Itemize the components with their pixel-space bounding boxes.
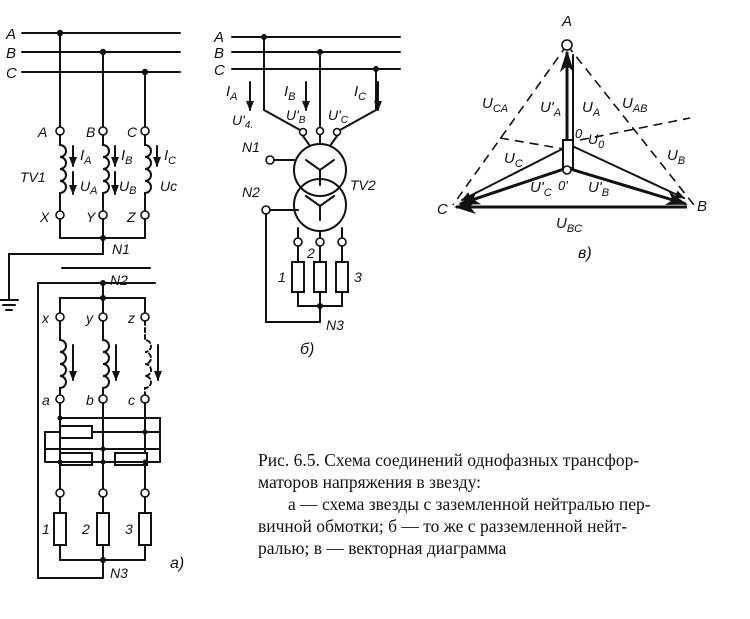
- label-uca: UCA: [482, 95, 508, 115]
- end-label-z: Z: [126, 209, 136, 225]
- secondary-label-z: z: [127, 310, 135, 326]
- secondary-label-x: x: [41, 310, 50, 326]
- secondary-coils-a: [59, 320, 152, 396]
- bus-label-b: B: [6, 45, 16, 62]
- transformer-label-tv2: TV2: [350, 177, 376, 193]
- load-label-1: 1: [42, 521, 50, 537]
- label-ua: UA: [582, 99, 600, 119]
- bus-label-c: C: [6, 65, 17, 82]
- vector-ub-prime: [566, 166, 688, 206]
- voltage-label-b-ua: U'4.: [232, 112, 253, 131]
- transformer-label-tv1: TV1: [20, 169, 46, 185]
- vertex-label-c: C: [437, 201, 448, 218]
- panel-label-b: б): [300, 341, 314, 358]
- caption-line-5: ралью; в — векторная диаграмма: [258, 538, 507, 558]
- neutral-label-n1: N1: [112, 241, 130, 257]
- neutral-label-n3: N3: [110, 565, 128, 581]
- vector-uc-prime: [458, 166, 568, 206]
- neutral-label-b-n1: N1: [242, 139, 260, 155]
- bus-label-b-a: A: [213, 29, 224, 46]
- label-ubc: UBC: [556, 215, 582, 235]
- caption-line-3: а — схема звезды с заземленной нейтралью…: [288, 494, 651, 514]
- current-label-ia: IA: [80, 147, 92, 167]
- load-label-2: 2: [81, 521, 90, 537]
- origin-label-0: 0: [575, 126, 583, 141]
- diagram-b: A B C IA IB IC U'4. U'B U'C N1 TV2: [213, 29, 401, 358]
- terminal-label-a: A: [37, 124, 47, 140]
- caption-line-1: Рис. 6.5. Схема соединений однофазных тр…: [258, 450, 640, 470]
- load-label-b-1: 1: [278, 269, 286, 285]
- caption-line-4: вичной обмотки; б — то же с разземленной…: [258, 516, 628, 536]
- vector-uca: [452, 44, 568, 206]
- label-uc: UC: [504, 150, 523, 170]
- bus-label-b-c: C: [214, 62, 225, 79]
- origin-label-0-prime: 0': [558, 178, 568, 193]
- current-label-ib: IB: [121, 147, 133, 167]
- figure-caption: Рис. 6.5. Схема соединений однофазных тр…: [258, 449, 746, 559]
- load-label-3: 3: [125, 521, 133, 537]
- current-label-b-ia: IA: [226, 83, 238, 103]
- label-ub-prime: U'B: [588, 179, 609, 199]
- diagram-c-vector-diagram: A B C 0 0' U'A UA U0 UC U'C U'B UB UCA U…: [437, 13, 707, 262]
- vertex-label-b: B: [697, 198, 707, 215]
- end-label-x: X: [39, 209, 50, 225]
- voltage-label-b-uc: U'C: [328, 107, 349, 126]
- label-uc-prime: U'C: [530, 179, 552, 199]
- secondary-label-a: a: [42, 392, 50, 408]
- current-label-b-ic: IC: [354, 83, 366, 103]
- terminal-label-c: C: [127, 124, 138, 140]
- bus-label-b-b: B: [214, 45, 224, 62]
- voltage-label-b-ub: U'B: [286, 107, 306, 126]
- secondary-label-y: y: [85, 310, 94, 326]
- neutral-label-b-n3: N3: [326, 317, 344, 333]
- vector-uab: [566, 44, 695, 206]
- bus-label-a: A: [5, 26, 16, 43]
- voltage-label-ua: UA: [80, 178, 97, 197]
- secondary-label-b: b: [86, 392, 94, 408]
- vertex-label-a: A: [561, 13, 572, 30]
- load-label-b-2: 2: [306, 245, 315, 261]
- voltage-label-uc: Uc: [160, 178, 177, 194]
- caption-line-2: маторов напряжения в звезду:: [258, 472, 481, 492]
- end-label-y: Y: [86, 209, 97, 225]
- label-uab: UAB: [622, 95, 648, 115]
- secondary-label-c: c: [128, 392, 135, 408]
- primary-coils-a: [59, 134, 152, 212]
- label-u0: U0: [588, 131, 605, 151]
- label-ua-prime: U'A: [540, 99, 561, 119]
- voltage-label-ub: UB: [119, 178, 136, 197]
- neutral-label-n2: N2: [110, 272, 128, 288]
- current-label-ic: IC: [164, 147, 176, 167]
- load-label-b-3: 3: [354, 269, 362, 285]
- terminal-label-b: B: [86, 124, 95, 140]
- label-ub: UB: [667, 147, 685, 167]
- ground-symbol: [0, 237, 104, 311]
- panel-label-a: a): [170, 555, 184, 572]
- bus-bars-a: A B C: [5, 26, 181, 82]
- diagram-a: A B C A B C TV1 IA IB IC: [0, 26, 184, 581]
- panel-label-c: в): [578, 245, 592, 262]
- neutral-label-b-n2: N2: [242, 184, 260, 200]
- current-label-b-ib: IB: [284, 83, 296, 103]
